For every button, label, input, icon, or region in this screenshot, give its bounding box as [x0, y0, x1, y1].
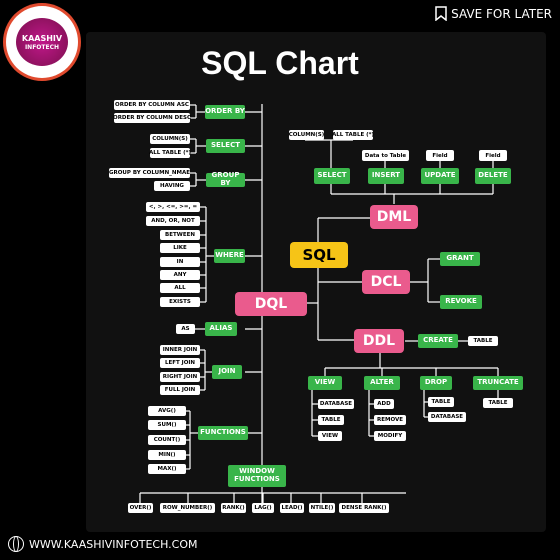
dql-full-join[interactable]: FULL JOIN	[160, 385, 200, 395]
dql-where-any[interactable]: ANY	[160, 270, 200, 280]
dql-select-all[interactable]: ALL TABLE (*)	[148, 148, 192, 158]
dml-select-col[interactable]: COLUMN(S)	[288, 130, 325, 140]
ddl-view-table[interactable]: TABLE	[318, 415, 344, 425]
window-dense-rank[interactable]: DENSE RANK()	[339, 503, 389, 513]
ddl-alter-add[interactable]: ADD	[374, 399, 394, 409]
save-for-later-button[interactable]: SAVE FOR LATER	[435, 6, 552, 21]
dql-where-logical[interactable]: AND, OR, NOT	[146, 216, 200, 226]
window-row-number[interactable]: ROW_NUMBER()	[160, 503, 215, 513]
window-rank[interactable]: RANK()	[221, 503, 246, 513]
dml-select[interactable]: SELECT	[314, 168, 350, 184]
dml-update-child[interactable]: Field	[426, 150, 454, 161]
dql-count[interactable]: COUNT()	[148, 435, 186, 445]
dql-group-col[interactable]: GROUP BY COLUMN_NMAE	[108, 168, 191, 178]
ddl-drop[interactable]: DROP	[420, 376, 452, 390]
ddl-alter[interactable]: ALTER	[364, 376, 400, 390]
logo-emblem	[16, 18, 68, 66]
dml-delete[interactable]: DELETE	[475, 168, 511, 184]
save-label: SAVE FOR LATER	[451, 6, 552, 21]
dql-node[interactable]: DQL	[235, 292, 307, 316]
dml-delete-child[interactable]: Field	[479, 150, 507, 161]
dql-select-col[interactable]: COLUMN(S)	[150, 134, 190, 144]
sql-node[interactable]: SQL	[290, 242, 348, 268]
window-over[interactable]: OVER()	[128, 503, 153, 513]
dml-insert[interactable]: INSERT	[368, 168, 404, 184]
footer-url: WWW.KAASHIVINFOTECH.COM	[29, 537, 198, 551]
bookmark-icon	[435, 6, 447, 21]
dcl-revoke[interactable]: REVOKE	[440, 295, 482, 309]
dql-right-join[interactable]: RIGHT JOIN	[160, 372, 200, 382]
ddl-drop-database[interactable]: DATABASE	[428, 412, 466, 422]
dql-where-between[interactable]: BETWEEN	[160, 230, 200, 240]
ddl-alter-modify[interactable]: MODIFY	[374, 431, 406, 441]
dcl-node[interactable]: DCL	[362, 270, 410, 294]
chart-title: SQL Chart	[201, 45, 359, 81]
dql-alias[interactable]: ALIAS	[205, 322, 237, 336]
logo-text-line1: KAASHIV	[21, 34, 63, 43]
dql-order-by[interactable]: ORDER BY	[205, 105, 245, 119]
ddl-view-view[interactable]: VIEW	[318, 431, 342, 441]
dql-where[interactable]: WHERE	[214, 249, 245, 263]
ddl-truncate[interactable]: TRUNCATE	[473, 376, 523, 390]
dql-where-compare[interactable]: <, >, <=, >=, =	[146, 202, 200, 212]
dml-insert-child[interactable]: Data to Table	[362, 150, 409, 161]
dql-join[interactable]: JOIN	[212, 365, 242, 379]
window-ntile[interactable]: NTILE()	[309, 503, 335, 513]
website-link[interactable]: WWW.KAASHIVINFOTECH.COM	[8, 536, 197, 552]
dql-select[interactable]: SELECT	[206, 139, 245, 153]
logo-text-line2: INFOTECH	[24, 44, 60, 51]
dql-left-join[interactable]: LEFT JOIN	[160, 358, 200, 368]
ddl-view-database[interactable]: DATABASE	[318, 399, 354, 409]
dql-having[interactable]: HAVING	[154, 181, 190, 191]
dql-order-asc[interactable]: ORDER BY COLUMN ASC	[114, 100, 190, 110]
window-lead[interactable]: LEAD()	[280, 503, 304, 513]
dql-order-desc[interactable]: ORDER BY COLUMN DESC	[113, 113, 191, 123]
dml-select-all[interactable]: ALL TABLE (*)	[331, 130, 375, 140]
dql-group-by[interactable]: GROUP BY	[206, 171, 245, 187]
dml-update[interactable]: UPDATE	[421, 168, 459, 184]
dql-sum[interactable]: SUM()	[148, 420, 186, 430]
ddl-truncate-table[interactable]: TABLE	[483, 398, 513, 408]
ddl-view[interactable]: VIEW	[308, 376, 342, 390]
dql-max[interactable]: MAX()	[148, 464, 186, 474]
dql-functions[interactable]: FUNCTIONS	[198, 426, 248, 440]
brand-logo[interactable]: KAASHIV INFOTECH	[6, 6, 78, 78]
dql-where-in[interactable]: IN	[160, 257, 200, 267]
dql-where-exists[interactable]: EXISTS	[160, 297, 200, 307]
dql-window-functions[interactable]: WINDOW FUNCTIONS	[228, 465, 286, 487]
dql-where-like[interactable]: LIKE	[160, 243, 200, 253]
dql-inner-join[interactable]: INNER JOIN	[160, 345, 200, 355]
dml-node[interactable]: DML	[370, 205, 418, 229]
dql-avg[interactable]: AVG()	[148, 406, 186, 416]
ddl-create[interactable]: CREATE	[418, 334, 458, 348]
globe-icon	[8, 536, 24, 552]
ddl-node[interactable]: DDL	[354, 329, 404, 353]
ddl-drop-table[interactable]: TABLE	[428, 397, 454, 407]
dql-where-all[interactable]: ALL	[160, 283, 200, 293]
ddl-alter-remove[interactable]: REMOVE	[374, 415, 406, 425]
ddl-create-table[interactable]: TABLE	[468, 336, 498, 346]
dql-min[interactable]: MIN()	[148, 450, 186, 460]
window-lag[interactable]: LAG()	[252, 503, 274, 513]
dql-alias-as[interactable]: AS	[176, 324, 195, 334]
dcl-grant[interactable]: GRANT	[440, 252, 480, 266]
